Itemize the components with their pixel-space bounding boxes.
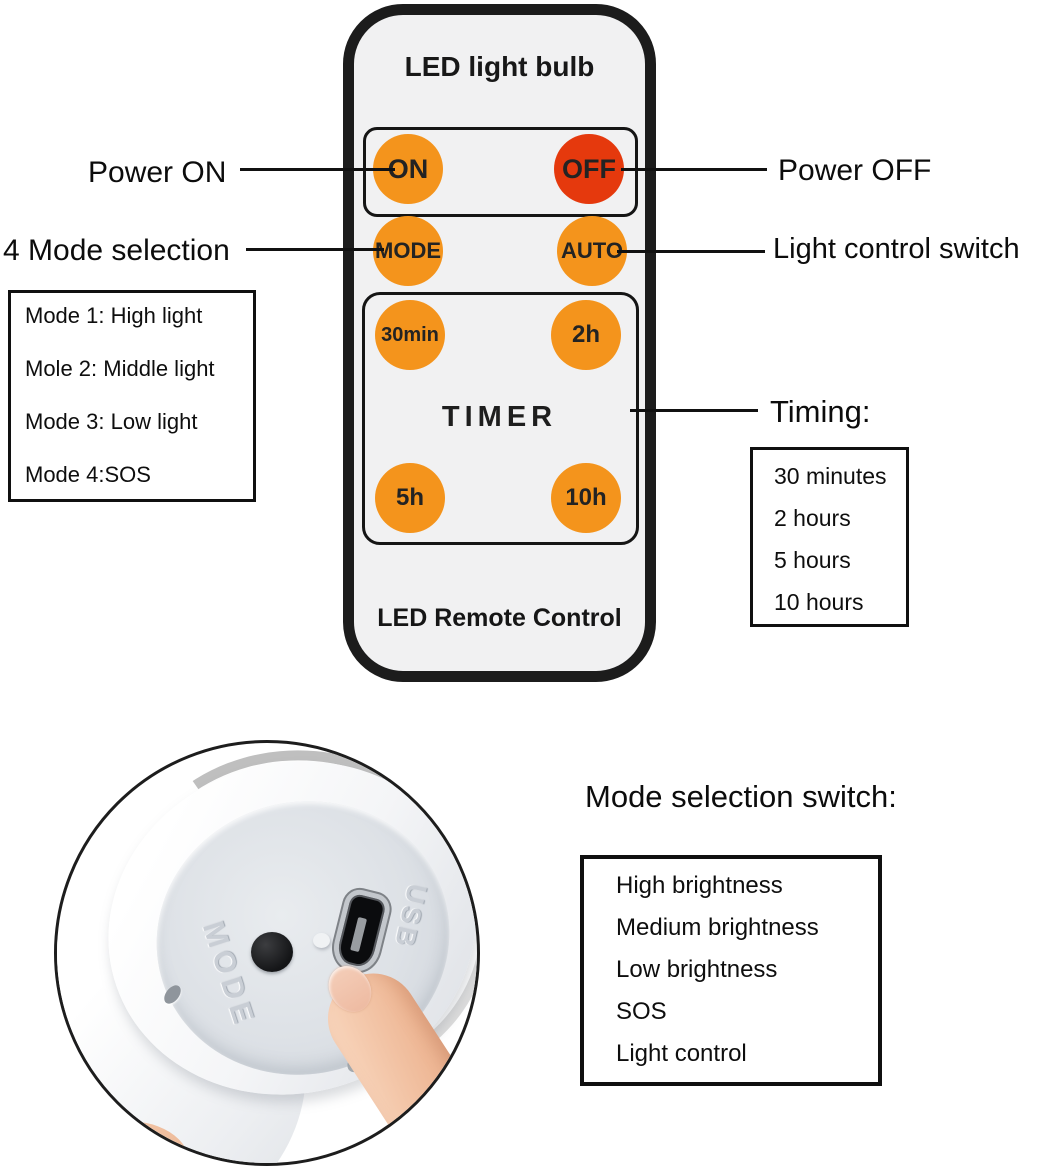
mode-select-button-photo xyxy=(251,932,293,972)
timing-label: Timing: xyxy=(770,394,871,429)
timer-10h-button: 10h xyxy=(551,463,621,533)
timer-group-outline xyxy=(362,292,639,545)
timer-2h-button: 2h xyxy=(551,300,621,370)
timing-list-box: 30 minutes 2 hours 5 hours 10 hours xyxy=(750,447,909,627)
remote-control: LED light bulb ON OFF MODE AUTO 30min 2h… xyxy=(343,4,656,682)
switch-list-box: High brightness Medium brightness Low br… xyxy=(580,855,882,1086)
indicator-nub xyxy=(313,933,330,948)
mode-button: MODE xyxy=(373,216,443,286)
power-on-label: Power ON xyxy=(88,156,227,189)
mode-selection-callout-line xyxy=(246,248,384,251)
off-button: OFF xyxy=(554,134,624,204)
timer-30min-button: 30min xyxy=(375,300,445,370)
remote-title: LED light bulb xyxy=(404,51,595,82)
switch-list-item: Medium brightness xyxy=(616,914,819,941)
auto-button: AUTO xyxy=(557,216,627,286)
bulb-base-photo: MODE USB xyxy=(54,740,480,1166)
power-button-group-outline xyxy=(363,127,638,217)
timer-label: TIMER xyxy=(441,401,558,433)
power-on-callout-line xyxy=(240,168,395,171)
switch-list-item: SOS xyxy=(616,998,667,1025)
mode-list-item: Mole 2: Middle light xyxy=(25,356,215,381)
light-control-label: Light control switch xyxy=(773,233,1020,265)
mode-selection-label: 4 Mode selection xyxy=(3,234,230,267)
usb-slot xyxy=(350,916,368,953)
remote-footer: LED Remote Control xyxy=(377,604,622,632)
mode-list-item: Mode 4:SOS xyxy=(25,462,151,487)
timer-5h-button: 5h xyxy=(375,463,445,533)
light-control-callout-line xyxy=(617,250,765,253)
mode-switch-heading: Mode selection switch: xyxy=(585,779,897,814)
switch-list-item: High brightness xyxy=(616,872,783,899)
timing-list-item: 10 hours xyxy=(774,589,864,615)
timing-list-item: 2 hours xyxy=(774,505,851,531)
timing-list-item: 5 hours xyxy=(774,547,851,573)
mode-list-item: Mode 1: High light xyxy=(25,303,203,328)
timing-callout-line xyxy=(630,409,758,412)
timing-list-item: 30 minutes xyxy=(774,463,887,489)
mode-list-box: Mode 1: High light Mole 2: Middle light … xyxy=(8,290,256,502)
switch-list-item: Low brightness xyxy=(616,956,778,983)
power-off-label: Power OFF xyxy=(778,154,932,187)
power-off-callout-line xyxy=(621,168,767,171)
mode-list-item: Mode 3: Low light xyxy=(25,409,198,434)
switch-list-item: Light control xyxy=(616,1040,747,1067)
